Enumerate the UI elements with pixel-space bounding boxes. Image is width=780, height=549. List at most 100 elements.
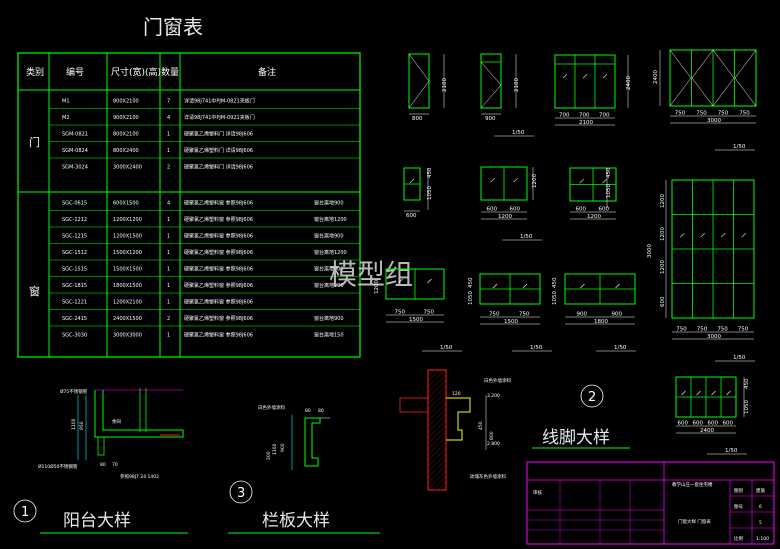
table-cell-qty: 1 bbox=[167, 299, 170, 305]
scale-label: 1/50 bbox=[530, 345, 543, 351]
table-cell-qty: 1 bbox=[167, 283, 170, 289]
dim-height: 1050 bbox=[744, 400, 750, 414]
skirting-note-2: 玫瑰灰色外墙涂料 bbox=[470, 473, 506, 480]
railing-dim-5: 80 bbox=[318, 408, 324, 414]
table-cell-size: 900X2100 bbox=[113, 115, 139, 121]
table-cell-size: 1500X1500 bbox=[113, 266, 142, 272]
dim-total: 1500 bbox=[504, 319, 518, 325]
skirting-detail: 白色外墙涂料 玫瑰灰色外墙涂料 3.200 2.800 450 800 120 … bbox=[399, 369, 630, 491]
titleblock-drawing: 门窗大样 门窗表 bbox=[678, 518, 711, 525]
dim-label: 900 bbox=[577, 312, 588, 318]
dim-height: 1200 bbox=[660, 227, 666, 241]
col-header-size: 尺寸(宽)(高) bbox=[111, 66, 161, 78]
skirting-detail-number: 2 bbox=[588, 390, 596, 405]
elevation-frame bbox=[480, 53, 502, 109]
dim-label: 700 bbox=[579, 113, 590, 119]
dim-label: 750 bbox=[717, 327, 728, 333]
table-cell-code: SGC-0615 bbox=[62, 200, 87, 206]
table-cell-qty: 1 bbox=[167, 148, 170, 154]
table-cell-code: SGC-1215 bbox=[62, 233, 87, 239]
railing-dim-4: 80 bbox=[305, 408, 311, 414]
table-cell-code: SGM-0824 bbox=[62, 148, 88, 154]
table-cell-qty: 1 bbox=[167, 332, 170, 338]
dim-total: 1800 bbox=[594, 319, 608, 325]
table-cell-note: 详请98J741中PJM-0821夹板门 bbox=[184, 97, 255, 104]
group-label-door: 门 bbox=[29, 135, 40, 149]
titleblock-label-1: 图别 bbox=[734, 487, 743, 494]
table-cell-size: 800X2400 bbox=[113, 148, 139, 154]
table-cell-size: 600X1500 bbox=[113, 200, 139, 206]
table-cell-note: 硬聚氯乙烯塑料窗 参照98J606 bbox=[184, 298, 253, 305]
titleblock-label-3: 比例 bbox=[734, 535, 743, 542]
balcony-dim-3: 80 bbox=[100, 462, 106, 468]
dim-height: 1200 bbox=[532, 174, 538, 188]
balcony-detail-number: 1 bbox=[21, 505, 29, 520]
table-cell-extra: 窗台离地900 bbox=[314, 232, 344, 239]
titleblock-value-3: 5 bbox=[759, 520, 762, 526]
table-cell-code: SGC-1515 bbox=[62, 266, 87, 272]
table-cell-extra: 窗台离地900 bbox=[314, 199, 344, 206]
dim-label: 600 bbox=[510, 207, 521, 213]
dim-label: 750 bbox=[718, 111, 729, 117]
col-header-qty: 数量 bbox=[161, 66, 179, 78]
table-cell-note: 硬聚氯乙烯塑料门 详请98J606 bbox=[184, 147, 253, 154]
titleblock-value-1: 建施 bbox=[756, 487, 765, 494]
dim-label: 750 bbox=[739, 111, 750, 117]
dim-total: 3000 bbox=[707, 334, 721, 340]
table-cell-note: 硬聚氯乙烯塑料窗 参照98J606 bbox=[184, 315, 253, 322]
dim-total: 1500 bbox=[409, 317, 423, 323]
table-cell-code: SGC-1212 bbox=[62, 217, 87, 223]
table-cell-size: 1500X1200 bbox=[113, 250, 142, 256]
dim-label: 750 bbox=[696, 111, 707, 117]
page-title: 门窗表 bbox=[143, 15, 203, 39]
scale-label: 1/50 bbox=[512, 130, 525, 136]
dim-width: 800 bbox=[412, 116, 423, 122]
table-cell-extra: 窗台离地900 bbox=[314, 315, 344, 322]
dim-label: 900 bbox=[612, 312, 623, 318]
dim-label: 750 bbox=[519, 312, 530, 318]
titleblock-project: 教学山庄一套住宅楼 bbox=[672, 481, 713, 488]
col-header-note: 备注 bbox=[258, 66, 276, 78]
balcony-dim-2: 950 bbox=[79, 421, 85, 430]
table-cell-note: 硬聚氯乙烯塑料门 详请98J606 bbox=[184, 130, 253, 137]
table-cell-qty: 1 bbox=[167, 266, 170, 272]
table-cell-note: 硬聚氯乙烯塑料窗 参照98J606 bbox=[184, 199, 253, 206]
skirting-note-1: 白色外墙涂料 bbox=[484, 377, 511, 384]
table-cell-extra: 窗台离地1200 bbox=[314, 216, 347, 223]
dim-label: 600 bbox=[693, 421, 704, 427]
dim-height: 450 bbox=[468, 277, 474, 288]
railing-dim-2: 900 bbox=[280, 443, 286, 452]
balcony-detail: Ø75不锈钢管 Ø110Ø50不锈钢管 余同 参照98J7 24 1402 11… bbox=[13, 388, 188, 534]
railing-detail-number: 3 bbox=[237, 486, 245, 501]
titleblock-value-2: 6 bbox=[759, 504, 762, 510]
watermark: 模型组 bbox=[329, 258, 413, 291]
dim-height: 1200 bbox=[660, 260, 666, 274]
dim-label: 700 bbox=[559, 113, 570, 119]
table-cell-qty: 1 bbox=[167, 217, 170, 223]
dim-height: 3000 bbox=[647, 244, 653, 258]
titleblock-review: 审核 bbox=[533, 489, 542, 496]
table-cell-code: M2 bbox=[62, 115, 70, 121]
table-cell-code: M1 bbox=[62, 98, 70, 104]
table-cell-note: 详请98J741中PJM-0921夹板门 bbox=[184, 114, 255, 121]
railing-detail-circle bbox=[229, 480, 253, 504]
table-cell-qty: 1 bbox=[167, 131, 170, 137]
dim-height: 2100 bbox=[514, 78, 520, 92]
scale-label: 1/50 bbox=[520, 234, 533, 240]
title-block: 审核 教学山庄一套住宅楼 门窗大样 门窗表 图别 图号 比例 建施 6 5 1:… bbox=[526, 461, 775, 545]
railing-note-1: 白色外墙涂料 bbox=[258, 404, 285, 411]
balcony-note-2: Ø110Ø50不锈钢管 bbox=[38, 463, 78, 470]
dim-height: 2400 bbox=[653, 70, 659, 84]
balcony-note-4: 参照98J7 24 1402 bbox=[120, 473, 159, 480]
table-cell-note: 硬聚氯乙烯塑料窗 参照98J606 bbox=[184, 282, 253, 289]
table-cell-code: SGC-3030 bbox=[62, 332, 87, 338]
table-cell-size: 3000X2400 bbox=[113, 164, 142, 170]
dim-label: 600 bbox=[678, 421, 689, 427]
dim-label: 600 bbox=[576, 207, 587, 213]
dim-label: 600 bbox=[723, 421, 734, 427]
table-cell-code: SGC-2415 bbox=[62, 316, 87, 322]
